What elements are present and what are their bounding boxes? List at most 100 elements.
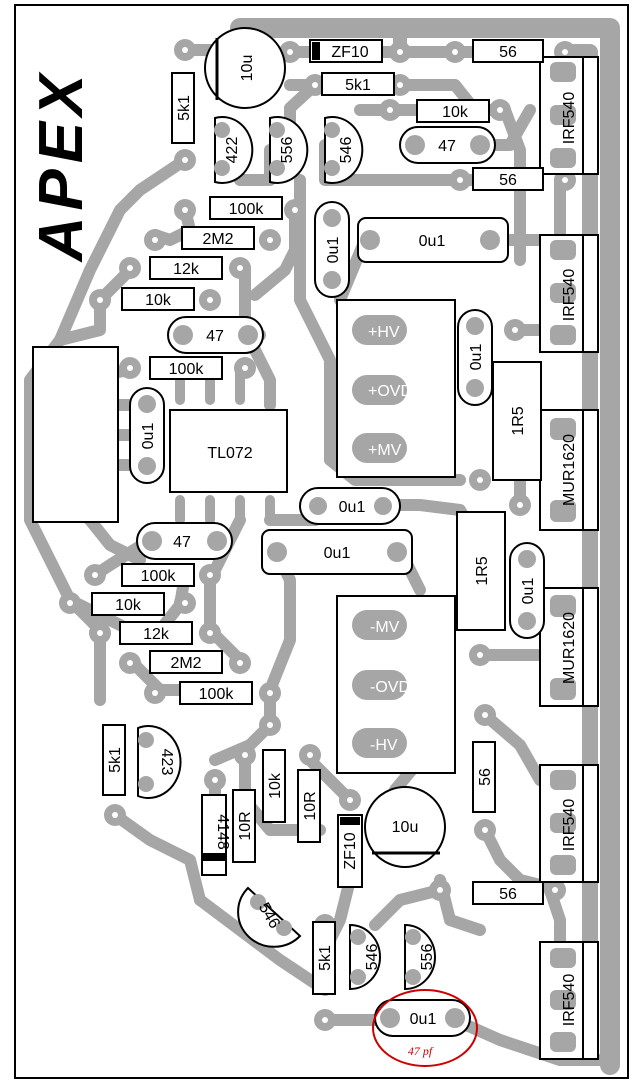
label-plus-ref: +REF: [50, 369, 92, 386]
svg-text:56: 56: [477, 768, 494, 786]
svg-text:0u1: 0u1: [339, 499, 366, 516]
apex-logo: APEX: [27, 69, 96, 264]
svg-text:12k: 12k: [143, 626, 170, 643]
svg-text:12k: 12k: [173, 261, 200, 278]
svg-text:10k: 10k: [267, 772, 284, 799]
resistor-56-b: 56: [472, 167, 544, 191]
resistor-5k1-d: 5k1: [312, 921, 336, 995]
svg-text:546: 546: [364, 944, 381, 971]
svg-text:56: 56: [499, 172, 517, 189]
label-minus-mv: -MV: [370, 619, 400, 636]
svg-text:5k1: 5k1: [317, 945, 334, 971]
label-plus-15v: +15V: [50, 399, 88, 416]
label-plus-hv: +HV: [368, 324, 400, 341]
svg-text:56: 56: [499, 44, 517, 61]
brand-text: APEX: [27, 69, 96, 264]
output-block-positive: +HV +OVD +MV: [336, 299, 456, 478]
svg-text:47: 47: [206, 328, 224, 345]
mur1620-b-label: MUR1620: [561, 612, 578, 684]
resistor-56-d: 56: [472, 881, 544, 905]
label-minus-ref: -REF: [50, 489, 88, 506]
transistor-546-c: 546: [349, 923, 381, 991]
annotation-circle: 47 pf: [372, 989, 478, 1067]
svg-text:0u1: 0u1: [324, 545, 351, 562]
svg-text:2M2: 2M2: [202, 231, 233, 248]
svg-text:422: 422: [224, 137, 241, 164]
resistor-2m2-a: 2M2: [181, 226, 255, 250]
svg-text:100k: 100k: [169, 361, 205, 378]
transistor-546-a: 546: [324, 116, 364, 184]
svg-text:0u1: 0u1: [140, 423, 157, 450]
svg-text:47: 47: [173, 534, 191, 551]
svg-text:10k: 10k: [442, 104, 469, 121]
svg-text:10u: 10u: [239, 55, 256, 82]
svg-text:4148: 4148: [214, 814, 231, 850]
svg-text:100k: 100k: [141, 568, 177, 585]
label-minus-ovd: -OVD: [370, 679, 410, 696]
cap-0u1-a: 0u1: [314, 201, 350, 298]
svg-text:0u1: 0u1: [468, 344, 485, 371]
zener-zf10-a: ZF10: [309, 39, 383, 63]
irf540-b: IRF540: [539, 234, 599, 353]
svg-text:10R: 10R: [302, 791, 319, 820]
svg-text:0u1: 0u1: [325, 237, 342, 264]
svg-text:0u1: 0u1: [419, 233, 446, 250]
cap-0u1-d: 0u1: [129, 387, 165, 484]
svg-text:TL072: TL072: [207, 445, 252, 462]
svg-text:423: 423: [158, 749, 175, 776]
resistor-1r5-b: 1R5: [456, 511, 506, 631]
cap-0u1-b: 0u1: [357, 217, 509, 263]
input-connector: +REF +15V GND -15V -REF: [32, 346, 119, 523]
diode-4148: 4148: [201, 794, 231, 876]
svg-text:ZF10: ZF10: [342, 832, 359, 869]
svg-text:100k: 100k: [229, 201, 265, 218]
svg-text:5k1: 5k1: [345, 77, 371, 94]
cap-0u1-c: 0u1: [457, 309, 493, 406]
svg-text:556: 556: [419, 944, 436, 971]
svg-text:1R5: 1R5: [474, 556, 491, 585]
mur1620-b: MUR1620: [539, 587, 599, 707]
svg-text:5k1: 5k1: [176, 95, 193, 121]
resistor-5k1-c: 5k1: [102, 724, 126, 796]
resistor-56-a: 56: [472, 39, 544, 63]
resistor-47-a: 47: [399, 126, 496, 164]
cap-10u-b: 10u: [364, 786, 446, 868]
resistor-10k-c: 10k: [91, 592, 165, 616]
output-block-negative: -MV -OVD -HV: [336, 595, 456, 774]
transistor-423: 423: [137, 725, 182, 799]
resistor-100k-d: 100k: [179, 681, 253, 705]
resistor-56-c: 56: [472, 741, 496, 813]
svg-text:0u1: 0u1: [410, 1011, 437, 1028]
svg-text:10u: 10u: [392, 819, 419, 836]
svg-text:ZF10: ZF10: [331, 44, 368, 61]
svg-text:2M2: 2M2: [170, 655, 201, 672]
label-plus-mv: +MV: [368, 442, 402, 459]
svg-text:10R: 10R: [237, 811, 254, 840]
resistor-5k1-b: 5k1: [321, 72, 395, 96]
resistor-1r5-a: 1R5: [492, 361, 542, 481]
irf540-a: IRF540: [539, 56, 599, 175]
svg-text:10k: 10k: [115, 597, 142, 614]
svg-text:56: 56: [499, 886, 517, 903]
ic-tl072: TL072: [169, 409, 288, 493]
resistor-10r-a: 10R: [232, 789, 256, 863]
cap-0u1-h: 0u1: [374, 999, 471, 1037]
label-minus-hv: -HV: [370, 737, 398, 754]
cap-0u1-e: 0u1: [299, 487, 401, 525]
label-minus-15v: -15V: [50, 459, 84, 476]
resistor-12k-a: 12k: [149, 256, 223, 280]
resistor-47-b: 47: [167, 316, 264, 354]
cap-0u1-g: 0u1: [509, 542, 545, 639]
irf540-a-label: IRF540: [561, 92, 578, 145]
irf540-d-label: IRF540: [561, 974, 578, 1027]
resistor-47-c: 47: [136, 522, 233, 560]
resistor-10k-d: 10k: [262, 749, 286, 823]
resistor-2m2-b: 2M2: [149, 650, 223, 674]
svg-text:10k: 10k: [145, 292, 172, 309]
mur1620-a: MUR1620: [539, 409, 599, 531]
annotation-text: 47 pf: [408, 1044, 434, 1058]
mur1620-a-label: MUR1620: [561, 434, 578, 506]
svg-text:5k1: 5k1: [107, 747, 124, 773]
resistor-10k-b: 10k: [121, 287, 195, 311]
